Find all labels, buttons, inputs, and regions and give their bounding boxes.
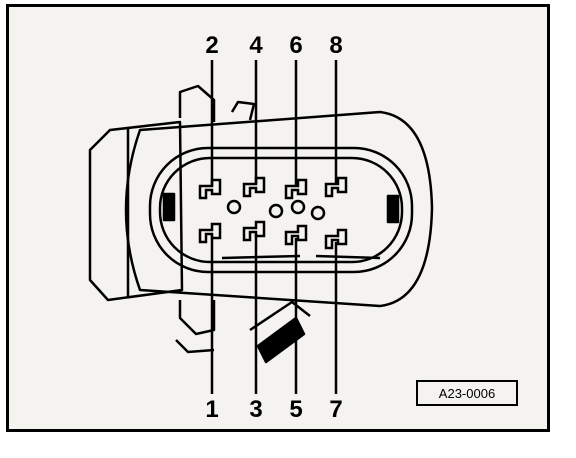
pin-label-7: 7: [329, 396, 343, 423]
seal-hole: [268, 203, 284, 219]
pin-label-6: 6: [289, 32, 303, 59]
connector-outer-shell: [124, 110, 434, 308]
pin-4-terminal: [242, 176, 266, 198]
pin-row-bottom: [198, 220, 348, 250]
pin-6-terminal: [284, 178, 308, 200]
pin-2-terminal: [198, 178, 222, 200]
figure-frame: [6, 4, 550, 432]
connector-bottom-clip: [256, 316, 306, 364]
connector-top-latch: [178, 84, 216, 122]
connector-top-clip: [230, 100, 256, 121]
pin-row-top: [198, 176, 348, 221]
pin-5-terminal: [284, 224, 308, 246]
pin-label-3: 3: [249, 396, 263, 423]
pin-label-8: 8: [329, 32, 343, 59]
pin-8-terminal: [324, 176, 348, 198]
pin-label-4: 4: [249, 32, 263, 59]
figure-reference-code: A23-0006: [416, 380, 518, 406]
pin-label-1: 1: [205, 396, 219, 423]
seal-hole: [310, 205, 326, 221]
connector-left-body: [88, 120, 184, 302]
connector-inner-housing: [148, 146, 414, 274]
connector-bottom-latch: [178, 300, 216, 336]
pin-7-terminal: [324, 228, 348, 250]
pin-label-2: 2: [205, 32, 219, 59]
pin-1-terminal: [198, 222, 222, 244]
pin-label-5: 5: [289, 396, 303, 423]
seal-hole: [290, 199, 306, 215]
seal-hole: [226, 199, 242, 215]
pin-3-terminal: [242, 220, 266, 242]
